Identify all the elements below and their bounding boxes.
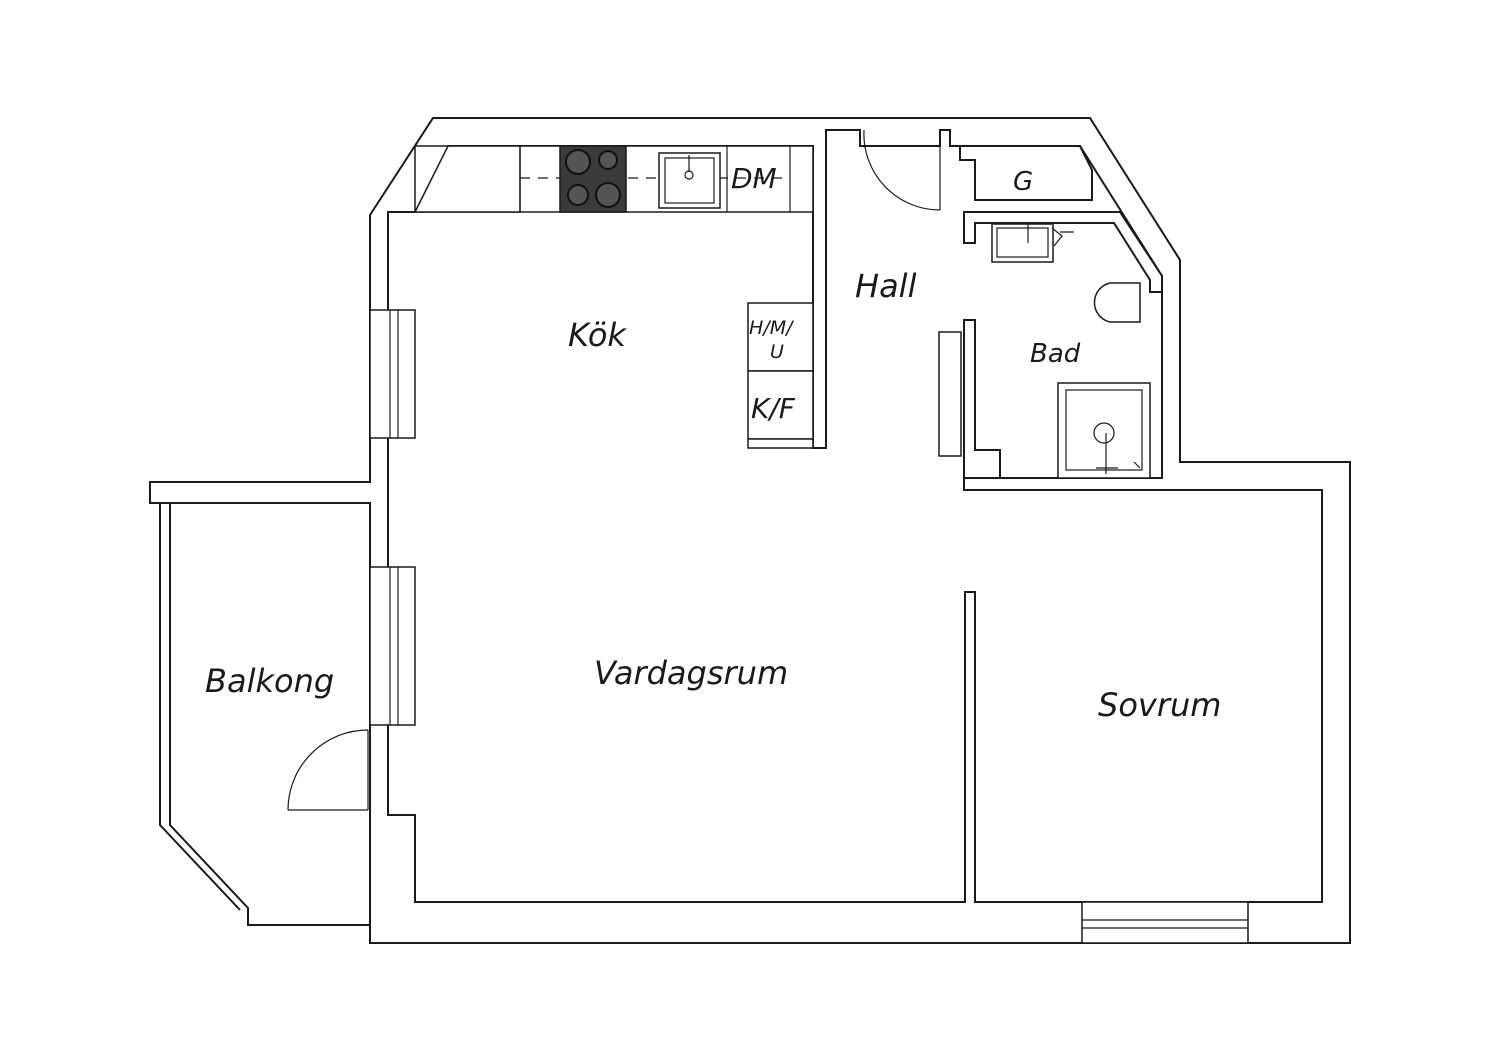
stove-burner-4	[595, 182, 621, 208]
room-label-sovrum: Sovrum	[1098, 686, 1221, 724]
stove-burner-2	[598, 150, 618, 170]
room-label-balkong: Balkong	[205, 662, 334, 700]
hmu-cabinet	[747, 302, 814, 372]
entrance-door-swing	[863, 129, 941, 211]
bathroom-sink-basin	[996, 227, 1049, 258]
room-label-vardagsrum: Vardagsrum	[594, 654, 788, 692]
shower-mixer	[1096, 433, 1141, 474]
stove-burner-1	[565, 149, 591, 175]
bathroom-tap	[1051, 227, 1074, 247]
appliance-label-kf: K/F	[751, 392, 796, 425]
shower-tray	[1065, 389, 1143, 471]
balcony-door-swing	[287, 729, 369, 811]
wardrobe-wall	[950, 145, 1093, 201]
bathroom-wall-left	[963, 319, 1001, 479]
outer-walls	[149, 117, 1351, 944]
cabinet-base	[747, 438, 814, 449]
bathroom-walls	[963, 211, 1163, 293]
room-label-g: G	[1013, 167, 1033, 197]
appliance-label-hmu-top: H/M/	[749, 317, 795, 339]
appliance-label-hmu-bottom: U	[770, 341, 784, 363]
stove-burner-3	[567, 184, 589, 206]
room-label-kok: Kök	[568, 316, 627, 354]
appliance-label-dm: DM	[731, 162, 777, 195]
room-label-bad: Bad	[1030, 339, 1081, 369]
bathroom-side-panel	[938, 331, 962, 457]
fridge-freezer	[747, 370, 814, 440]
room-label-hall: Hall	[855, 267, 917, 305]
balcony-inner	[159, 503, 241, 911]
bathroom-sink	[991, 223, 1054, 263]
balcony-outline	[169, 503, 370, 926]
window-kitchen	[369, 309, 416, 439]
toilet	[1093, 282, 1141, 323]
shower-drain	[1093, 422, 1115, 444]
window-bedroom	[1081, 901, 1249, 944]
window-living	[369, 566, 416, 726]
